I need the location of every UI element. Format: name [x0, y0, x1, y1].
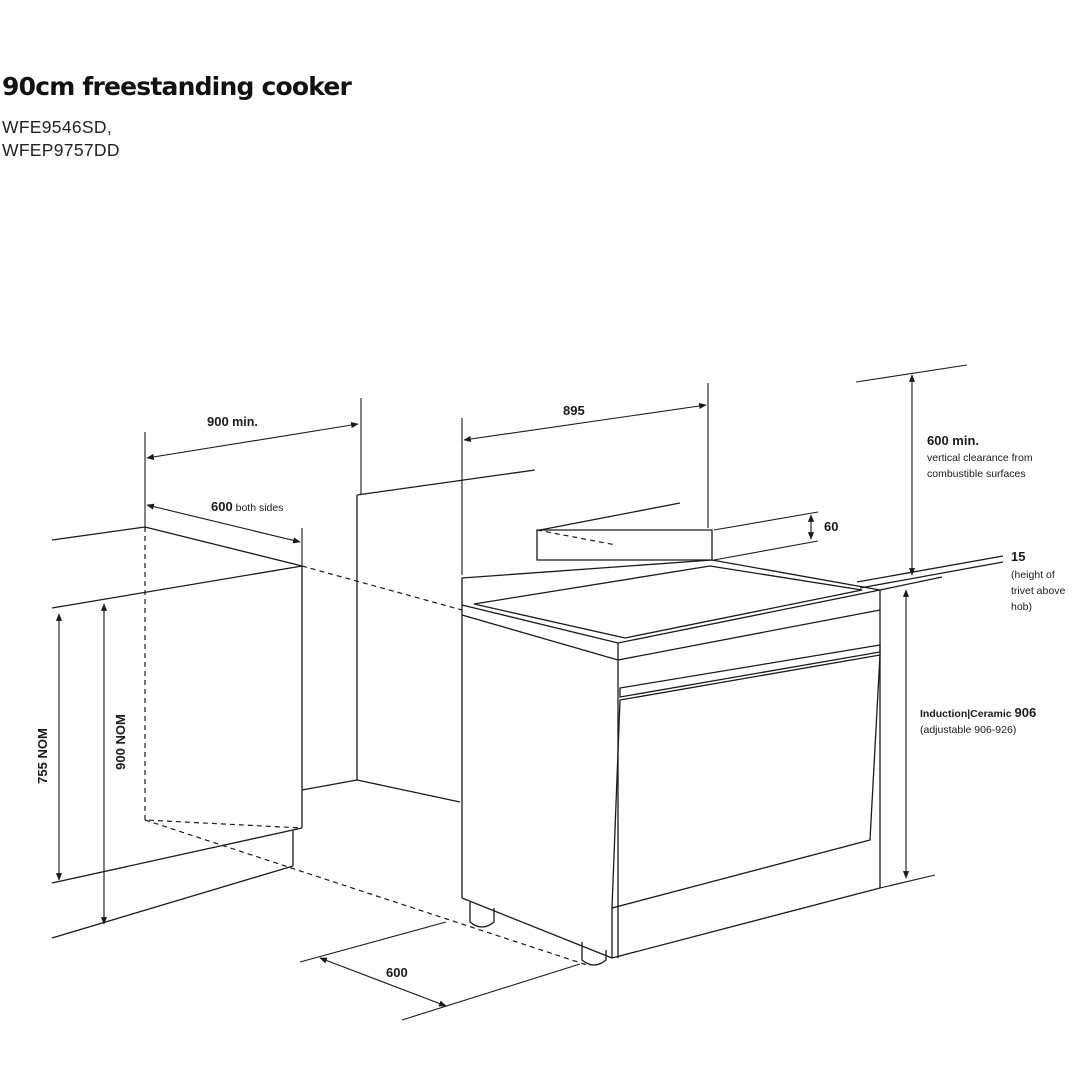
dimension-value: 600 min.: [927, 433, 979, 448]
dimension-value: 600: [211, 499, 233, 514]
dimension-note: trivet above: [1011, 585, 1065, 597]
dimension-value: 900 NOM: [113, 714, 128, 770]
splashback-dimension: 60: [713, 511, 838, 561]
header: 90cm freestanding cooker WFE9546SD, WFEP…: [2, 70, 352, 162]
dimension-value: 15: [1011, 549, 1025, 564]
dimension-note: vertical clearance from: [927, 452, 1033, 464]
svg-text:600 both sides: 600 both sides: [211, 499, 284, 514]
dimension-value: 906: [1015, 705, 1037, 720]
dimension-value: 900: [207, 414, 229, 429]
dimension-value: 600: [386, 965, 408, 980]
floor-lines: [144, 565, 591, 967]
top-clearance-dimension: 600 min. vertical clearance from combust…: [855, 364, 1033, 576]
left-bench-cabinet: [51, 526, 303, 939]
page-title: 90cm freestanding cooker: [2, 72, 352, 101]
dimension-note: combustible surfaces: [927, 468, 1026, 480]
side-clearance-dimension: 600 both sides: [146, 499, 303, 566]
dimension-suffix: both sides: [233, 502, 284, 514]
dimension-note: (height of: [1011, 569, 1055, 581]
trivet-bar: [856, 555, 1004, 591]
dimension-value: 60: [824, 519, 838, 534]
dimension-label: Induction|Ceramic: [920, 708, 1015, 720]
model-number: WFEP9757DD: [2, 140, 120, 160]
cooker: [461, 529, 881, 966]
cooker-height-dimension: Induction|Ceramic 906 (adjustable 906-92…: [879, 589, 1036, 889]
bench-height-dimension: 755 NOM: [35, 613, 63, 881]
dimension-suffix: min.: [229, 415, 258, 429]
trivet-height-dimension: 15 (height of trivet above hob): [1011, 549, 1065, 613]
svg-text:Induction|Ceramic 906: Induction|Ceramic 906: [920, 705, 1036, 720]
bench-top-height-dimension: 900 NOM: [100, 603, 128, 925]
model-numbers: WFE9546SD, WFEP9757DD: [2, 116, 351, 162]
wall-panel: [301, 469, 681, 803]
svg-text:900 min.: 900 min.: [207, 414, 258, 429]
dimension-note: hob): [1011, 601, 1032, 613]
dimension-note: (adjustable 906-926): [920, 724, 1016, 736]
model-number: WFE9546SD,: [2, 117, 112, 137]
dimension-value: 755 NOM: [35, 728, 50, 784]
depth-dimension: 600: [299, 921, 581, 1021]
cooker-width-dimension: 895: [461, 383, 709, 575]
cabinet-gap-dimension: 900 min.: [144, 398, 362, 527]
dimension-value: 895: [563, 403, 585, 418]
